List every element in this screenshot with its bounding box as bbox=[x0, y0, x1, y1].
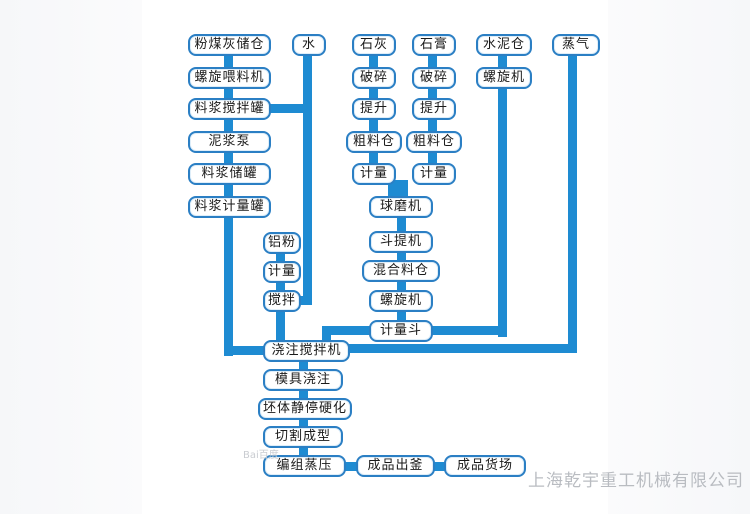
baidu-watermark: Bai百度 bbox=[243, 450, 279, 461]
node-slurry-metering-tank: 料浆计量罐 bbox=[188, 196, 271, 218]
company-watermark: 上海乾宇重工机械有限公司 bbox=[528, 471, 744, 491]
connector-bottom-row-1 bbox=[344, 462, 360, 471]
node-autoclave-grouping: 编组蒸压 bbox=[263, 455, 346, 477]
node-product-yard: 成品货场 bbox=[444, 455, 526, 477]
node-coarse-silo-gypsum: 粗料仓 bbox=[406, 131, 462, 153]
connector-water-to-tank bbox=[266, 104, 312, 113]
connector-steam-riser bbox=[322, 326, 331, 348]
left-margin bbox=[0, 0, 142, 514]
node-coarse-silo-lime: 粗料仓 bbox=[346, 131, 402, 153]
connector-steam-horizontal bbox=[322, 344, 577, 353]
node-crush-lime: 破碎 bbox=[352, 67, 396, 89]
node-steam: 蒸气 bbox=[552, 34, 600, 56]
node-meter-lime: 计量 bbox=[352, 163, 396, 185]
node-metering-hopper: 计量斗 bbox=[369, 320, 433, 342]
connector-hopper-left bbox=[322, 326, 372, 335]
node-slurry-storage-tank: 料浆储罐 bbox=[188, 163, 271, 185]
connector-cement-to-hopper bbox=[430, 326, 507, 335]
node-lift-lime: 提升 bbox=[352, 98, 396, 120]
connector-bottom-row-2 bbox=[432, 462, 446, 471]
node-slurry-mixing-tank: 料浆搅拌罐 bbox=[188, 98, 271, 120]
node-lift-gypsum: 提升 bbox=[412, 98, 456, 120]
connector-water-to-stir bbox=[293, 296, 312, 305]
connector-left-column bbox=[224, 45, 233, 210]
node-screw-conveyor-cement: 螺旋机 bbox=[476, 67, 532, 89]
node-bucket-elevator: 斗提机 bbox=[369, 231, 433, 253]
connector-cement-column bbox=[498, 45, 507, 337]
node-ball-mill: 球磨机 bbox=[369, 196, 433, 218]
node-mold-pouring: 模具浇注 bbox=[263, 369, 343, 391]
node-crush-gypsum: 破碎 bbox=[412, 67, 456, 89]
connector-water-down bbox=[303, 55, 312, 305]
node-meter-gypsum: 计量 bbox=[412, 163, 456, 185]
node-screw-conveyor: 螺旋机 bbox=[369, 290, 433, 312]
node-screw-feeder: 螺旋喂料机 bbox=[188, 67, 271, 89]
node-cement-silo: 水泥仓 bbox=[476, 34, 532, 56]
right-margin bbox=[608, 0, 750, 514]
node-aluminum-powder: 铝粉 bbox=[263, 232, 301, 254]
node-product-discharge: 成品出釜 bbox=[356, 455, 435, 477]
node-mixed-material-silo: 混合料仓 bbox=[362, 260, 440, 282]
node-meter-aluminum: 计量 bbox=[263, 261, 301, 283]
node-water: 水 bbox=[292, 34, 326, 56]
node-lime: 石灰 bbox=[352, 34, 396, 56]
node-fly-ash-silo: 粉煤灰储仓 bbox=[188, 34, 271, 56]
connector-steam-column bbox=[568, 45, 577, 353]
node-cutting-forming: 切割成型 bbox=[263, 426, 343, 448]
node-pouring-mixer: 浇注搅拌机 bbox=[263, 340, 350, 362]
connector-left-down bbox=[224, 210, 233, 356]
node-gypsum: 石膏 bbox=[412, 34, 456, 56]
node-mud-pump: 泥浆泵 bbox=[188, 131, 271, 153]
node-stir: 搅拌 bbox=[263, 290, 301, 312]
node-green-body-curing: 坯体静停硬化 bbox=[258, 398, 352, 420]
connector-left-to-mixer bbox=[224, 346, 270, 355]
